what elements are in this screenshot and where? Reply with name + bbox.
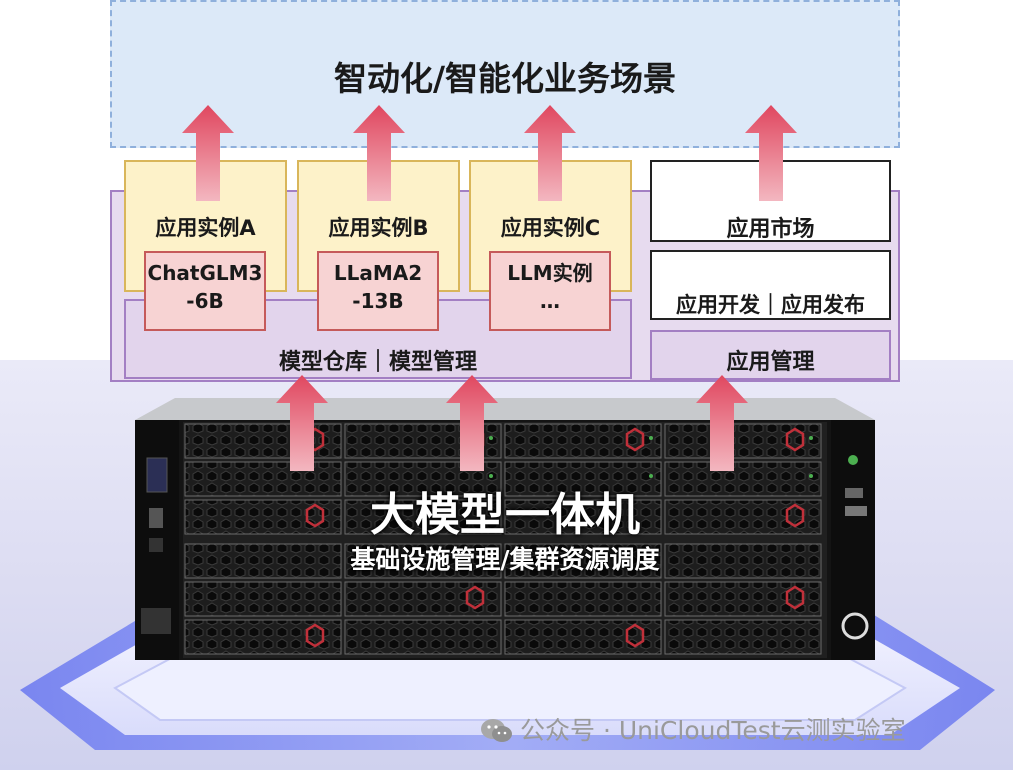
upward-arrow-icon xyxy=(182,105,234,201)
model-name-line1: ChatGLM3 xyxy=(147,261,263,285)
model-box-chatglm3: ChatGLM3 -6B xyxy=(144,251,266,331)
app-dev-label: 应用开发｜应用发布 xyxy=(676,293,865,317)
upward-arrow-icon xyxy=(276,375,328,471)
app-mgmt-box xyxy=(650,330,891,380)
model-repository-label: 模型仓库｜模型管理 xyxy=(278,350,477,375)
model-name-line2: -13B xyxy=(352,289,404,313)
model-name-line1: LLaMA2 xyxy=(333,261,423,285)
app-mgmt-label: 应用管理 xyxy=(726,350,815,375)
watermark-text: 公众号 · UniCloudTest云测实验室 xyxy=(520,716,906,745)
app-instance-b-label: 应用实例B xyxy=(328,216,429,240)
app-instance-c-label: 应用实例C xyxy=(500,216,601,240)
scenario-title: 智动化/智能化业务场景 xyxy=(333,59,677,98)
wechat-icon xyxy=(481,719,512,742)
app-market-label: 应用市场 xyxy=(726,217,815,242)
model-name-line2: -6B xyxy=(186,289,224,313)
server-title: 大模型一体机 xyxy=(369,488,640,541)
server-subtitle: 基础设施管理/集群资源调度 xyxy=(350,545,660,574)
app-instance-a-label: 应用实例A xyxy=(155,216,256,240)
upward-arrow-icon xyxy=(696,375,748,471)
model-box-llm: LLM实例 … xyxy=(489,251,611,331)
app-dev-box xyxy=(650,250,891,320)
model-name-line1: LLM实例 xyxy=(507,261,593,285)
upward-arrow-icon xyxy=(353,105,405,201)
upward-arrow-icon xyxy=(446,375,498,471)
model-box-llama2: LLaMA2 -13B xyxy=(317,251,439,331)
upward-arrow-icon xyxy=(524,105,576,201)
watermark: 公众号 · UniCloudTest云测实验室 xyxy=(480,711,906,747)
upward-arrow-icon xyxy=(745,105,797,201)
model-name-line2: … xyxy=(540,289,560,313)
server-chassis xyxy=(135,398,875,660)
